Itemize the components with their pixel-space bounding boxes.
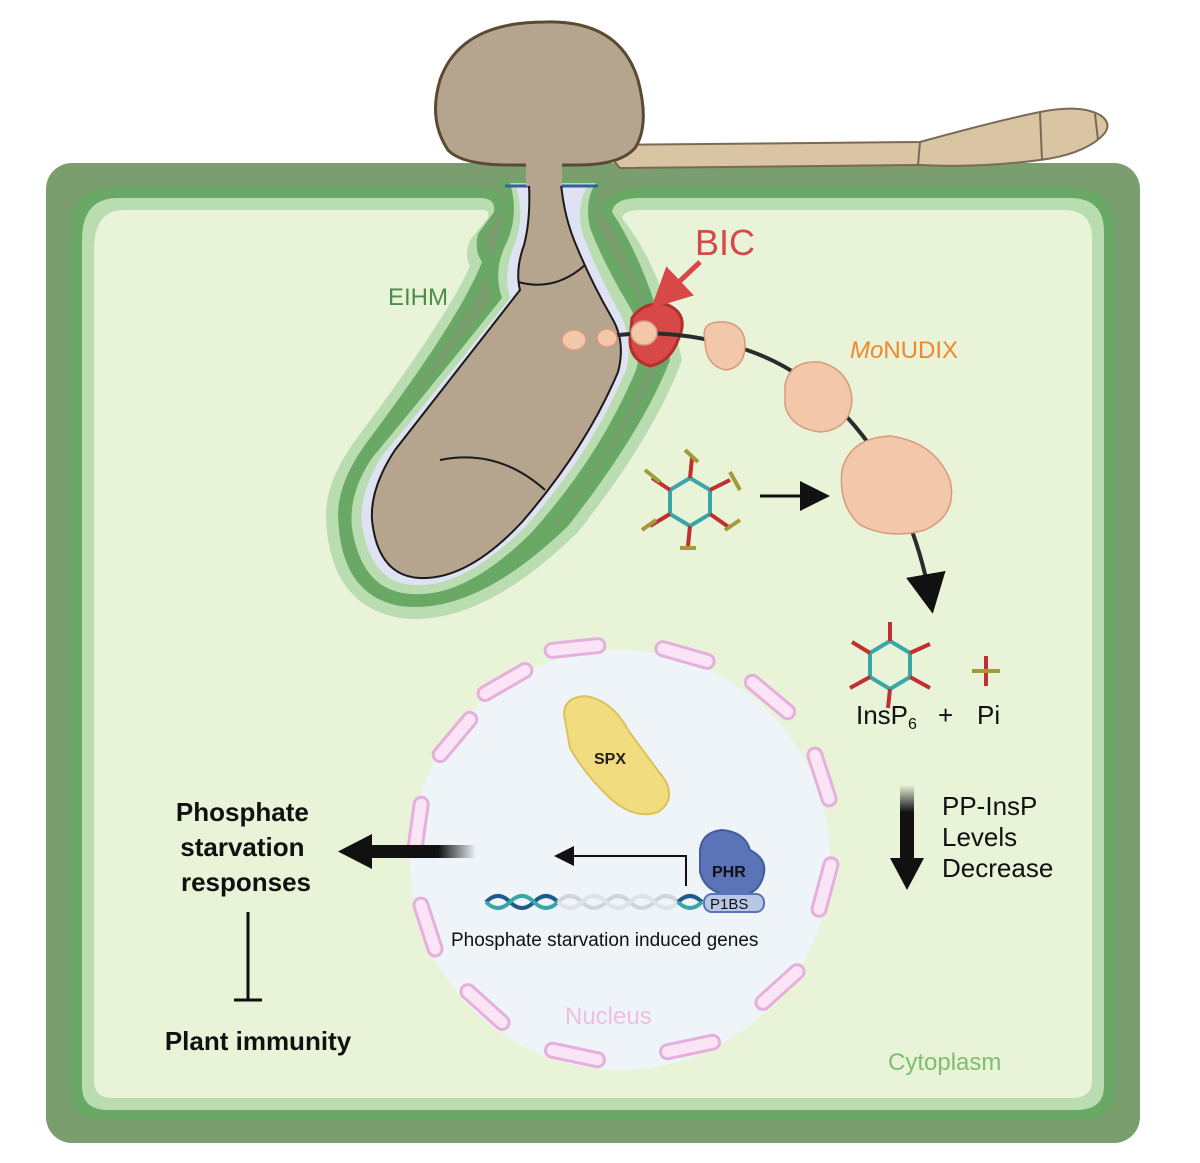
response-arrow-shaft (368, 845, 476, 858)
hypha-septum-2 (439, 456, 546, 491)
ppinsp-label: PP-InsP Levels Decrease (942, 791, 1053, 883)
immunity-label: Plant immunity (165, 1026, 352, 1056)
effector-label: MoNUDIX (850, 337, 958, 364)
effector-protein (596, 328, 618, 348)
invasive-hypha (370, 169, 622, 580)
insp6-molecule (849, 622, 931, 709)
response-arrow-head (338, 834, 372, 869)
nuclear-envelope (406, 637, 840, 1069)
pp-insp-molecule (640, 448, 742, 550)
psi-genes-label: Phosphate starvation induced genes (451, 930, 758, 951)
plus-sign: + (938, 700, 953, 730)
hypha-septum-1 (517, 264, 586, 286)
bic-label: BIC (695, 222, 755, 263)
psr-label: Phosphate starvation responses (176, 797, 316, 897)
pi-molecule (972, 656, 1000, 686)
bic-arrow (651, 260, 702, 309)
effector-protein (703, 321, 746, 371)
cytoplasm-label: Cytoplasm (888, 1049, 1001, 1076)
nucleus-interior (410, 650, 830, 1070)
decrease-arrow-shaft (900, 785, 914, 863)
spx-protein (563, 694, 671, 816)
dna-strand (484, 894, 704, 910)
effector-protein (630, 320, 658, 346)
effector-protein-bound (840, 435, 953, 535)
p1bs-box (703, 893, 765, 913)
transcription-arrow (554, 846, 687, 886)
spx-label: SPX (594, 751, 626, 768)
nucleus-label: Nucleus (565, 1003, 652, 1030)
p1bs-label: P1BS (710, 896, 748, 913)
conidium (597, 107, 1109, 170)
eihm-label: EIHM (388, 284, 448, 311)
appressorium (434, 20, 645, 167)
insp6-label: InsP6 (856, 700, 917, 733)
effector-proteins (561, 320, 953, 535)
effector-protein (561, 329, 587, 351)
nucleus: Nucleus (406, 637, 840, 1070)
fungus (370, 20, 1109, 580)
effector-protein (784, 361, 853, 433)
phr-label: PHR (712, 864, 746, 881)
pi-label: Pi (977, 700, 1000, 730)
penetration-peg (526, 150, 562, 186)
decrease-arrow-head (890, 858, 924, 890)
